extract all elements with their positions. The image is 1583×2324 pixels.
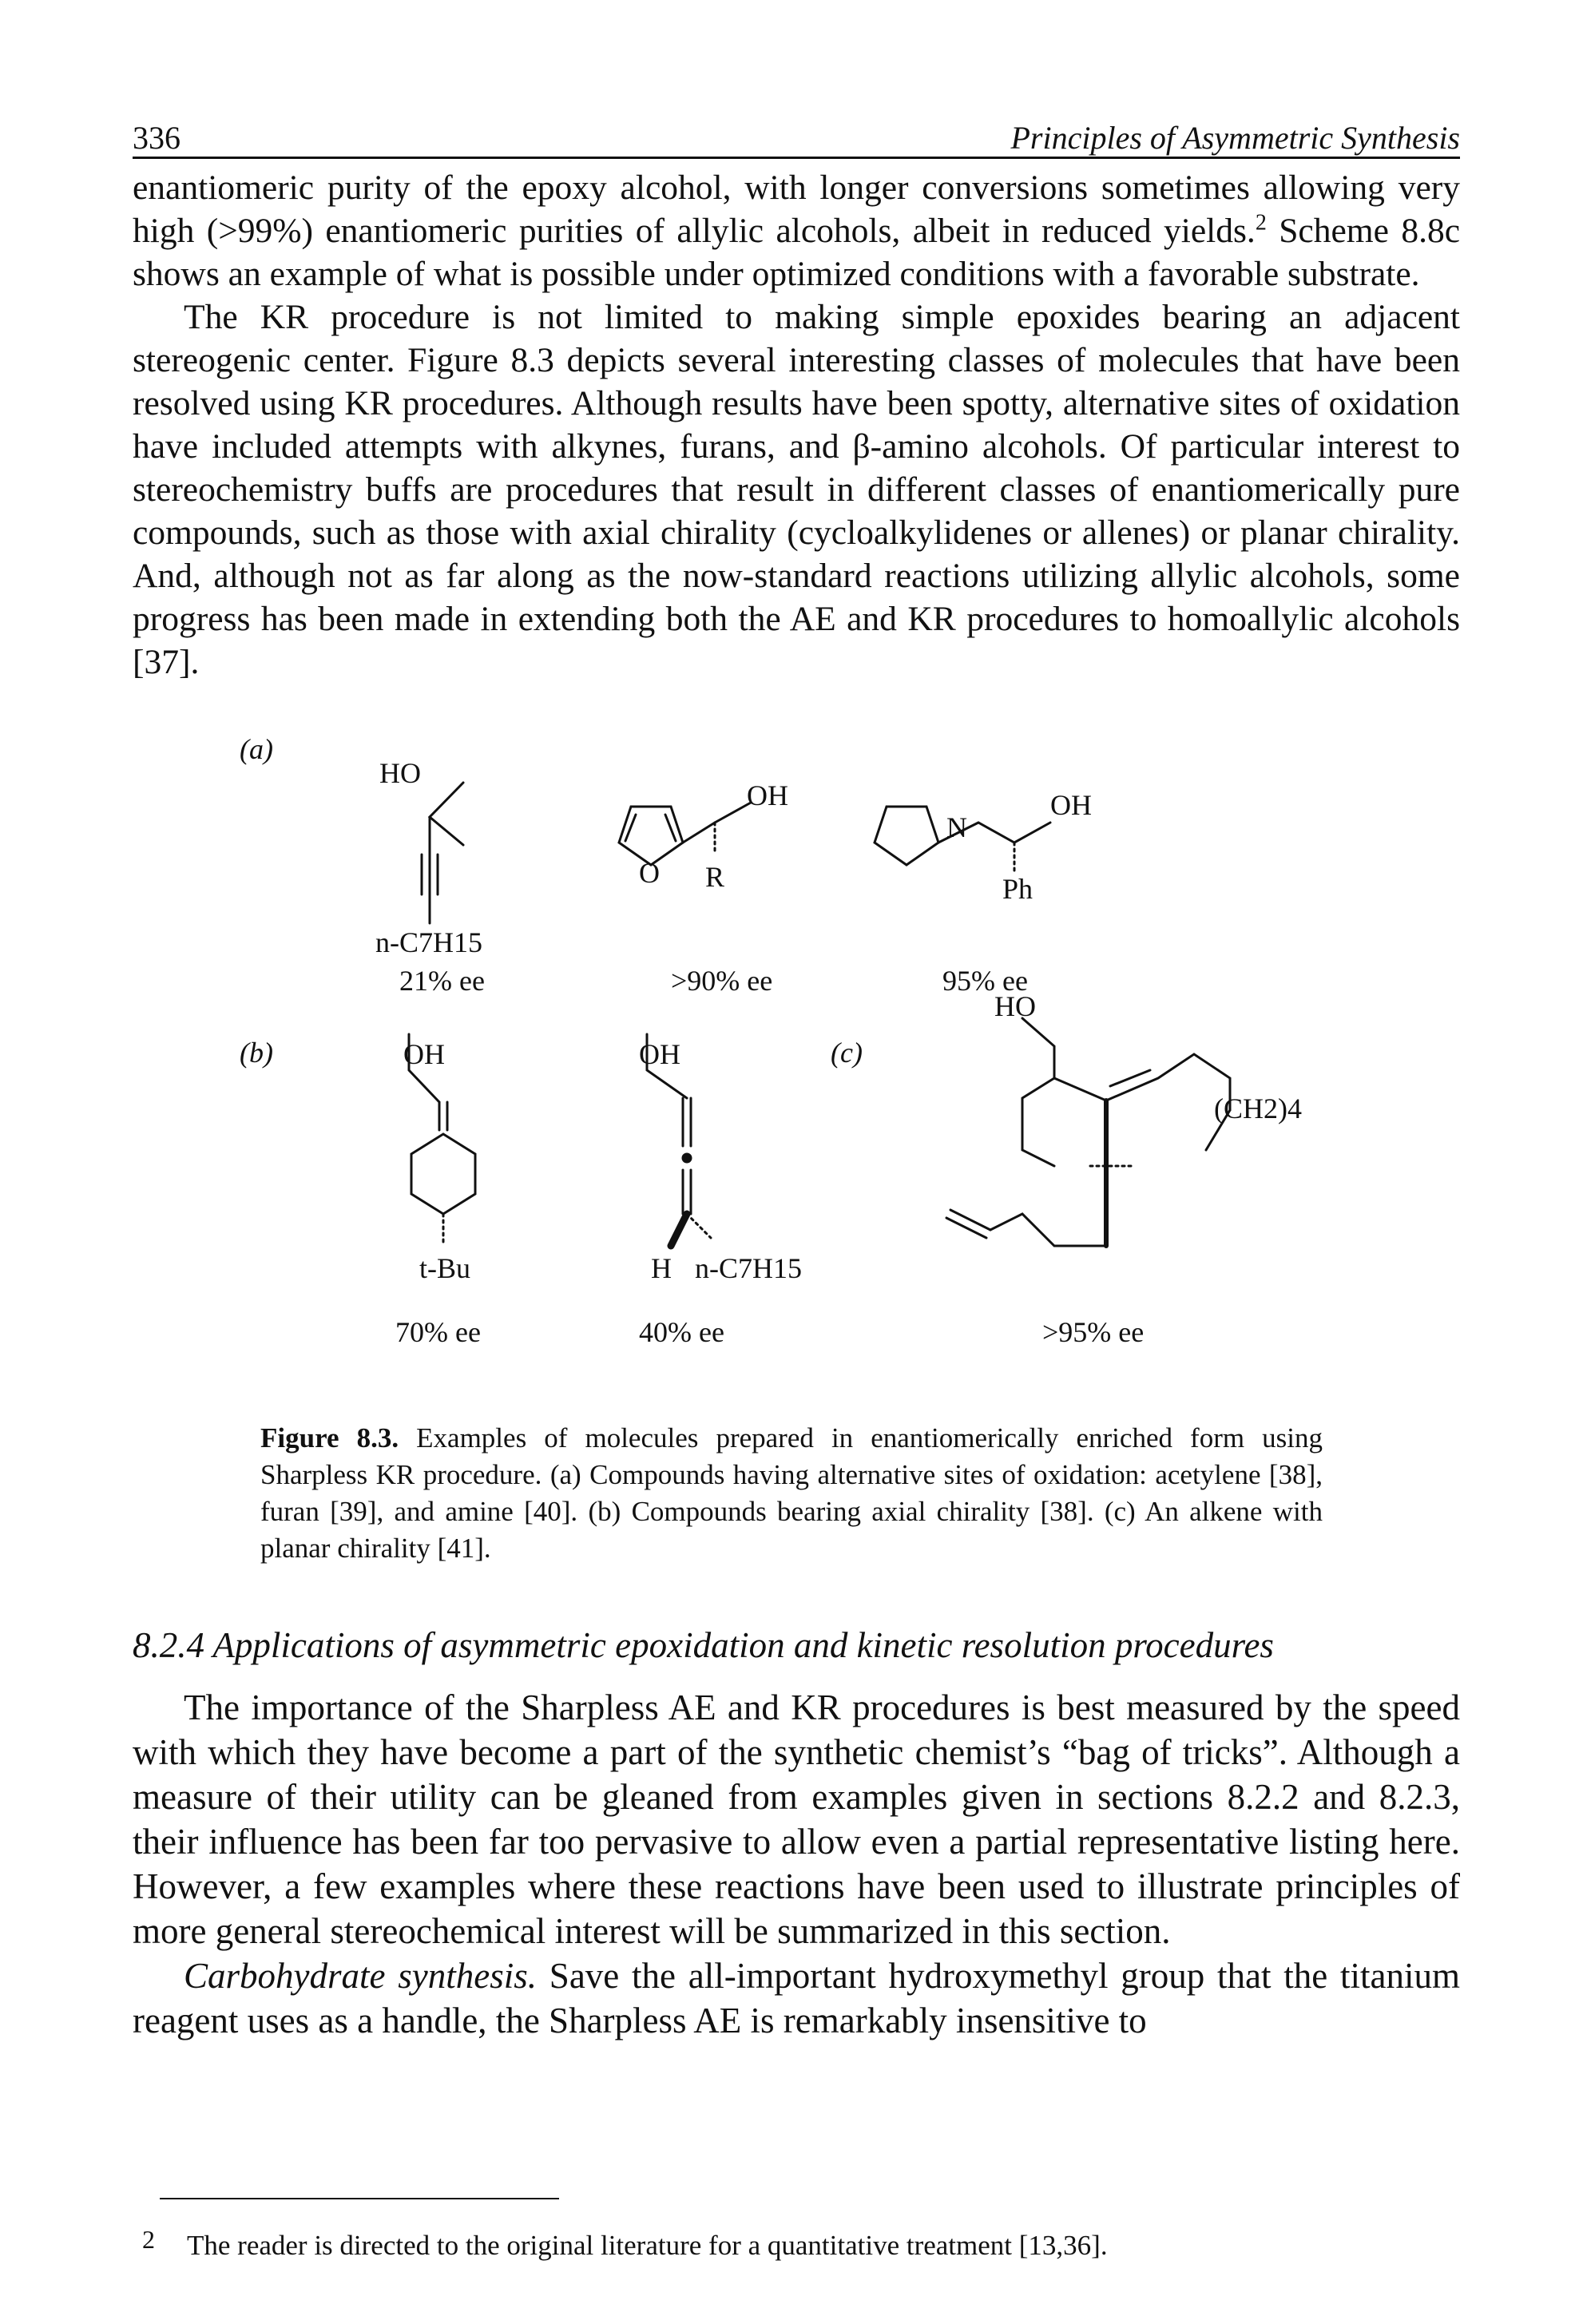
atom-nc7h15-a1: n-C7H15: [375, 926, 482, 958]
running-head: 336 Principles of Asymmetric Synthesis: [133, 120, 1460, 159]
c-left-ring: [1021, 1077, 1056, 1168]
c-inner-double: [1109, 1069, 1152, 1088]
atom-n: N: [946, 811, 967, 843]
atom-oh-a2: OH: [747, 779, 788, 811]
figure-structures: (a) (b) (c) HO n-C7H15 O OH R N OH Ph 21…: [240, 735, 1302, 1348]
ee-a1: 21% ee: [399, 965, 485, 997]
c-ring-close: [1204, 1108, 1232, 1152]
atom-oh-b1: OH: [403, 1038, 445, 1070]
footnote-rule: [160, 2198, 559, 2199]
atom-o-furan: O: [639, 857, 660, 889]
paragraph-4-text: Save the all-important hydroxymethyl gro…: [133, 1956, 1460, 2040]
allene-double-1: [681, 1097, 692, 1148]
allene-double-2: [681, 1168, 692, 1216]
ee-a3: 95% ee: [942, 965, 1028, 997]
ee-a2: >90% ee: [671, 965, 772, 997]
c-hydroxymethyl: [1021, 1017, 1056, 1080]
alkyne-triple-lines: [420, 853, 439, 896]
pyrrolidine-ring: [873, 805, 940, 867]
figure-caption: Figure 8.3. Examples of molecules prepar…: [260, 1420, 1323, 1567]
atom-ch2-4: (CH2)4: [1214, 1093, 1302, 1124]
furan-ring: [617, 805, 684, 867]
section-heading: 8.2.4 Applications of asymmetric epoxida…: [133, 1625, 1274, 1665]
page-number: 336: [133, 120, 181, 156]
panel-label-c: (c): [831, 1037, 863, 1069]
footnote-text: The reader is directed to the original l…: [187, 2230, 1108, 2261]
allene-center: [681, 1152, 692, 1164]
allene-chain: [645, 1033, 688, 1100]
allene-wedge: [667, 1210, 691, 1250]
ee-b2: 40% ee: [639, 1316, 724, 1348]
c-terminal-alkene: [945, 1208, 992, 1239]
amine-chain: [937, 821, 1052, 844]
caption-text: Examples of molecules prepared in enanti…: [260, 1422, 1323, 1564]
body-text-bottom: The importance of the Sharpless AE and K…: [133, 1685, 1460, 2043]
paragraph-2: The KR procedure is not limited to makin…: [133, 298, 1460, 681]
allene-hash: [685, 1212, 712, 1239]
paragraph-1-text-a: enantiomeric purity of the epoxy alcohol…: [133, 169, 1460, 250]
atom-ho-c: HO: [994, 990, 1036, 1022]
body-text-top: enantiomeric purity of the epoxy alcohol…: [133, 166, 1460, 684]
ee-c1: >95% ee: [1042, 1316, 1144, 1348]
cyclohexylidene-chain: [407, 1033, 441, 1104]
running-title: Principles of Asymmetric Synthesis: [1010, 120, 1461, 156]
paragraph-1: enantiomeric purity of the epoxy alcohol…: [133, 166, 1460, 295]
paragraph-4: Carbohydrate synthesis. Save the all-imp…: [133, 1953, 1460, 2043]
c-upper-chain: [1053, 1053, 1232, 1112]
c-allyl-chain: [989, 1212, 1108, 1247]
atom-r: R: [705, 861, 724, 893]
footnote-mark: 2: [142, 2225, 155, 2254]
atom-oh-a3: OH: [1050, 789, 1092, 821]
furan-double-bonds: [624, 813, 677, 843]
paragraph-1-text-b: Scheme 8.8c shows an example of what is …: [133, 212, 1460, 293]
footnote: 2 The reader is directed to the original …: [142, 2225, 1460, 2263]
run-in-heading: Carbohydrate synthesis.: [184, 1956, 538, 1996]
furan-sidechain: [681, 801, 752, 844]
cyclohexane-ring: [410, 1132, 477, 1216]
atom-h: H: [651, 1252, 672, 1284]
exocyclic-double-bond: [438, 1101, 449, 1132]
caption-label: Figure 8.3.: [260, 1422, 399, 1453]
atom-oh-b2: OH: [639, 1038, 680, 1070]
atom-tbu: t-Bu: [419, 1252, 470, 1284]
panel-label-b: (b): [240, 1037, 273, 1069]
atom-nc7h15-b2: n-C7H15: [695, 1252, 802, 1284]
alkyne-chain-bonds: [427, 781, 465, 847]
figure-8-3: (a) (b) (c) HO n-C7H15 O OH R N OH Ph 21…: [224, 735, 1390, 1374]
atom-ph: Ph: [1002, 873, 1033, 905]
ee-b1: 70% ee: [395, 1316, 481, 1348]
atom-ho-a1: HO: [379, 757, 421, 789]
footnote-ref: 2: [1255, 210, 1267, 236]
paragraph-3: The importance of the Sharpless AE and K…: [133, 1687, 1460, 1951]
panel-label-a: (a): [240, 735, 273, 765]
